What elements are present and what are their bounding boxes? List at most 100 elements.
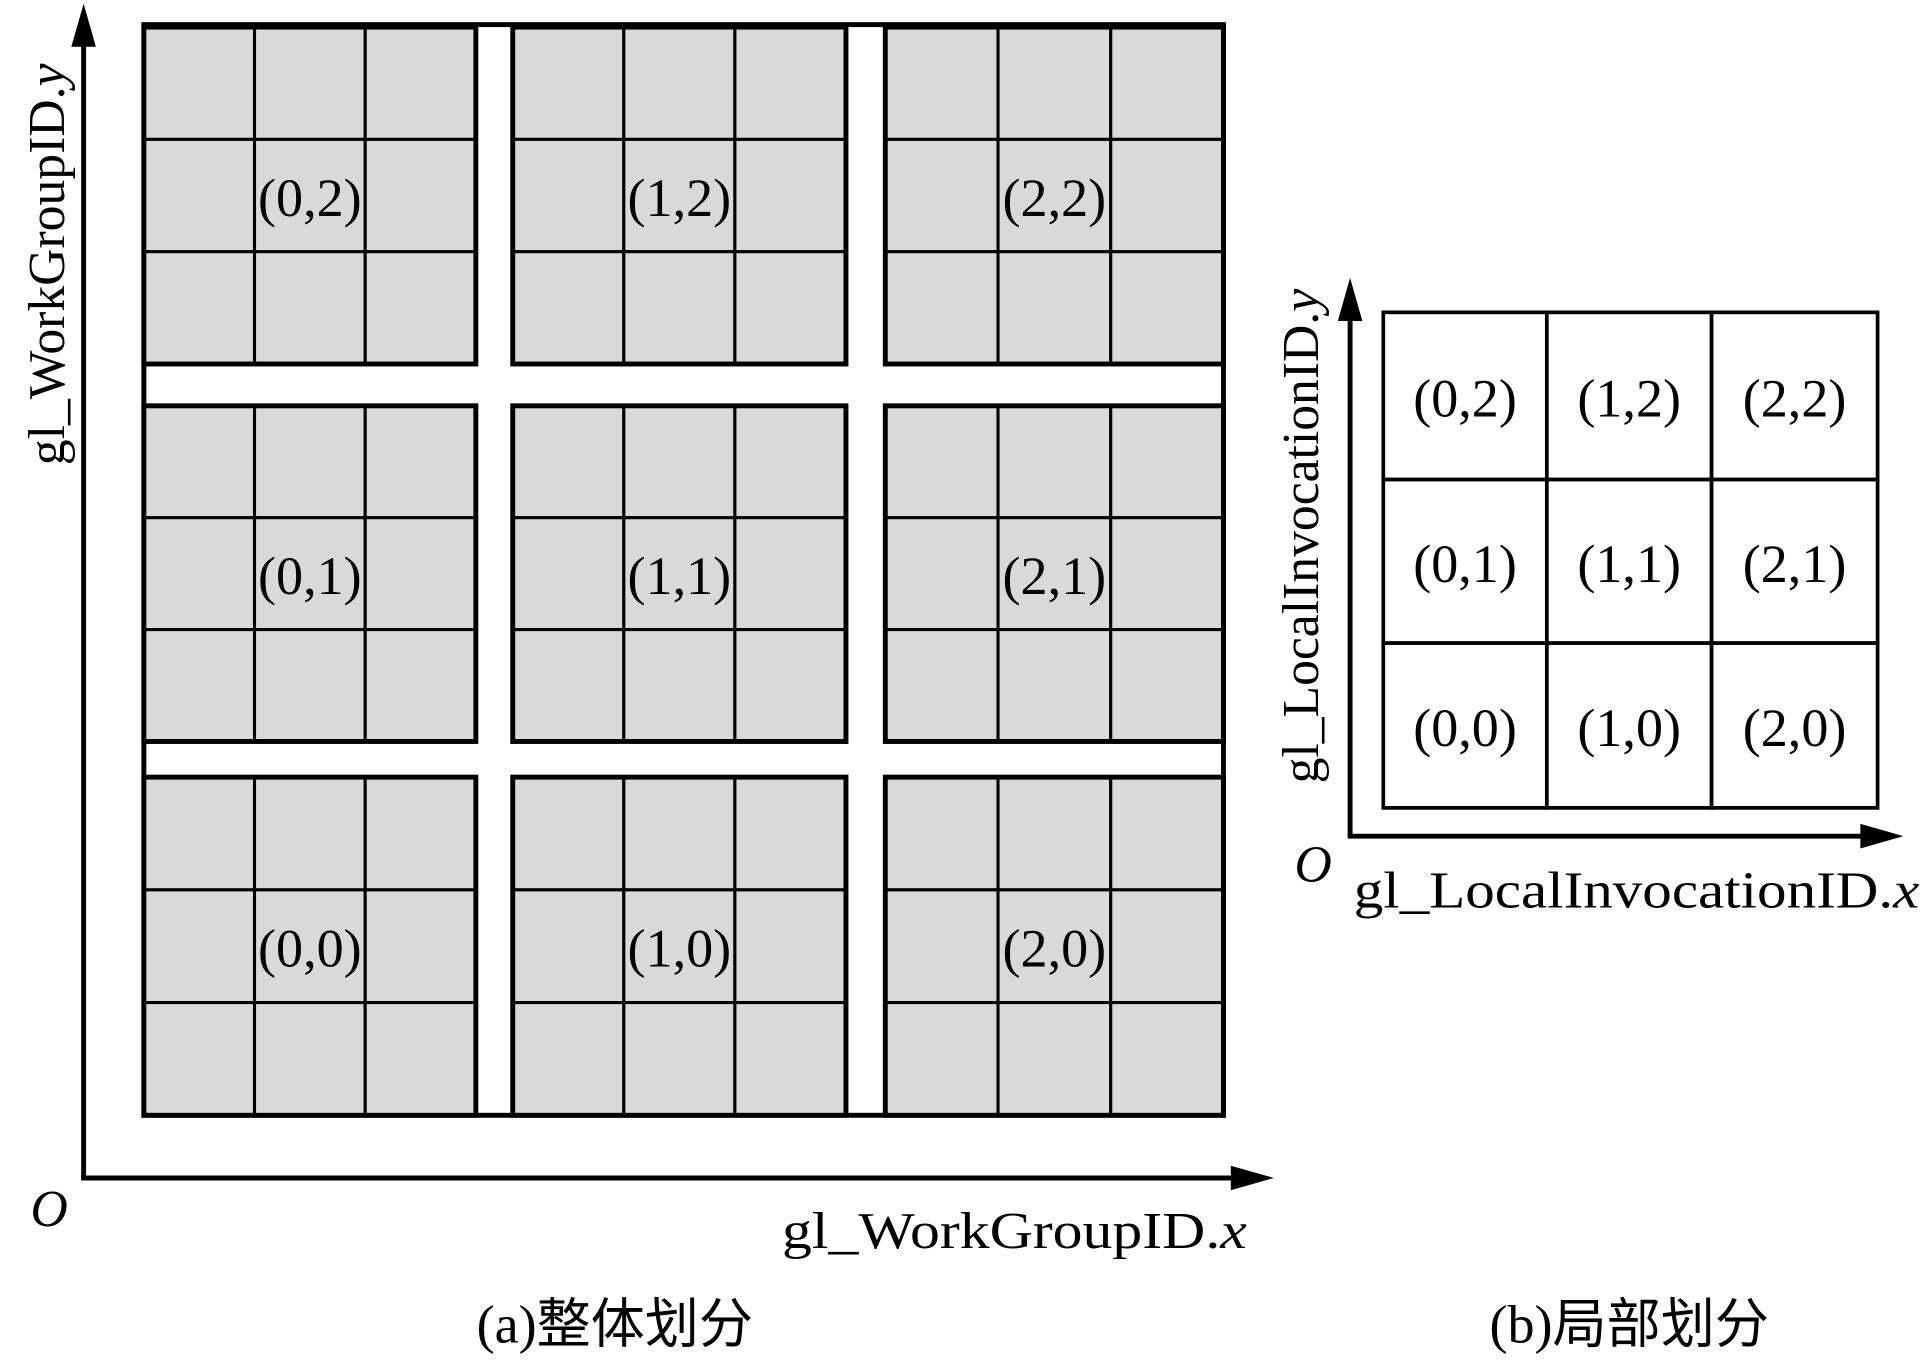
- workgroup-border: [882, 774, 1226, 1118]
- workgroup-cell: [142, 516, 257, 632]
- workgroup-cell: [996, 775, 1113, 892]
- invocation-0-0: (0,0): [1381, 641, 1549, 810]
- panel-a-origin-label: O: [31, 1181, 68, 1238]
- workgroup-cell: [511, 1001, 626, 1117]
- invocation-label: (1,1): [1577, 534, 1681, 594]
- workgroup-cell: [511, 25, 626, 141]
- workgroup-cell: [363, 250, 478, 366]
- invocation-1-1: (1,1): [1544, 477, 1714, 645]
- workgroup-cell: [252, 404, 367, 520]
- panel-a-x-axis-component: x: [1219, 1203, 1247, 1260]
- invocation-label: (0,1): [1413, 534, 1517, 594]
- workgroup-2-0: (2,0): [882, 774, 1226, 1118]
- workgroup-cell: [1109, 25, 1225, 141]
- panel-b-x-axis-arrow-icon: [1860, 823, 1904, 849]
- workgroup-cell: [883, 25, 1000, 141]
- workgroup-cell: [1109, 404, 1225, 520]
- workgroup-cell: [511, 628, 626, 744]
- workgroup-cell: [622, 888, 737, 1005]
- panel-a-y-axis-label: gl_WorkGroupID.y: [19, 64, 76, 466]
- workgroup-border: [510, 403, 849, 744]
- workgroup-cell: [252, 775, 367, 892]
- workgroup-cell: [733, 516, 848, 632]
- panel-b-x-axis-name: gl_LocalInvocationID.: [1354, 862, 1893, 919]
- workgroup-cell: [511, 404, 626, 520]
- local-invocation-grid: (0,2)(1,2)(2,2)(0,1)(1,1)(2,1)(0,0)(1,0)…: [1381, 310, 1880, 810]
- invocation-cell: [1544, 641, 1714, 810]
- workgroup-cell: [1109, 628, 1225, 744]
- invocation-label: (2,2): [1743, 368, 1847, 428]
- workgroup-cell: [996, 25, 1113, 141]
- workgroup-border: [141, 403, 479, 744]
- workgroup-label: (2,0): [1003, 919, 1107, 979]
- workgroup-label: (1,0): [628, 919, 732, 979]
- workgroup-cell: [883, 250, 1000, 366]
- workgroup-border: [510, 774, 849, 1118]
- workgroup-border: [510, 24, 849, 367]
- workgroup-1-0: (1,0): [510, 774, 849, 1118]
- workgroup-0-2: (0,2): [141, 24, 479, 367]
- workgroup-cell: [1109, 775, 1225, 892]
- workgroup-1-2: (1,2): [510, 24, 849, 367]
- invocation-cell: [1709, 477, 1880, 645]
- panel-b-y-axis-name: gl_LocalInvocationID.: [1273, 312, 1330, 784]
- workgroup-cell: [733, 250, 848, 366]
- workgroup-cell: [363, 1001, 478, 1117]
- invocation-0-1: (0,1): [1381, 477, 1549, 645]
- invocation-label: (2,0): [1743, 698, 1847, 758]
- workgroup-cell: [511, 250, 626, 366]
- workgroup-cell: [511, 775, 626, 892]
- workgroup-label: (0,0): [258, 919, 362, 979]
- workgroup-cell: [363, 137, 478, 254]
- workgroup-cell: [733, 25, 848, 141]
- workgroup-cell: [511, 516, 626, 632]
- workgroup-cell: [252, 25, 367, 141]
- workgroup-cell: [883, 775, 1000, 892]
- workgroup-border: [882, 24, 1226, 367]
- panel-b-origin-label: O: [1295, 837, 1332, 894]
- panel-a-caption: (a)整体划分: [477, 1295, 753, 1355]
- workgroup-label: (0,1): [258, 546, 362, 606]
- workgroup-cell: [142, 250, 257, 366]
- workgroup-cell: [733, 137, 848, 254]
- workgroup-cell: [996, 1001, 1113, 1117]
- workgroup-cell: [1109, 250, 1225, 366]
- workgroup-cell: [252, 1001, 367, 1117]
- invocation-cell: [1709, 310, 1880, 482]
- invocation-1-2: (1,2): [1544, 310, 1714, 482]
- invocation-2-2: (2,2): [1709, 310, 1880, 482]
- workgroup-cell: [996, 404, 1113, 520]
- workgroup-cell: [1109, 1001, 1225, 1117]
- workgroup-cell: [733, 628, 848, 744]
- invocation-cell: [1544, 477, 1714, 645]
- invocation-label: (1,0): [1577, 698, 1681, 758]
- panel-b-x-axis-label: gl_LocalInvocationID.x: [1354, 862, 1920, 919]
- workgroup-cell: [883, 404, 1000, 520]
- workgroup-cell: [142, 775, 257, 892]
- workgroup-cell: [363, 516, 478, 632]
- invocation-label: (1,2): [1577, 368, 1681, 428]
- workgroup-cell: [622, 137, 737, 254]
- panel-a-overall-division: O gl_WorkGroupID.y gl_WorkGroupID.x (0,2…: [19, 3, 1274, 1355]
- workgroup-cell: [622, 775, 737, 892]
- workgroup-cell: [622, 516, 737, 632]
- workgroup-cell: [1109, 888, 1225, 1005]
- panel-b-caption: (b)局部划分: [1489, 1295, 1768, 1355]
- workgroup-cell: [733, 1001, 848, 1117]
- workgroup-cell: [622, 1001, 737, 1117]
- workgroup-cell: [363, 404, 478, 520]
- workgroup-cell: [1109, 516, 1225, 632]
- workgroup-label: (0,2): [258, 168, 362, 228]
- workgroup-2-2: (2,2): [882, 24, 1226, 367]
- workgroup-border: [141, 774, 479, 1118]
- invocation-label: (0,2): [1413, 368, 1517, 428]
- panel-a-x-axis-label: gl_WorkGroupID.x: [782, 1203, 1247, 1260]
- panel-a-y-axis-arrow-icon: [71, 3, 96, 47]
- workgroup-0-0: (0,0): [141, 774, 479, 1118]
- workgroup-border: [882, 403, 1226, 744]
- workgroup-cell: [142, 628, 257, 744]
- workgroup-cell: [622, 250, 737, 366]
- workgroup-cell: [142, 888, 257, 1005]
- workgroup-cell: [511, 137, 626, 254]
